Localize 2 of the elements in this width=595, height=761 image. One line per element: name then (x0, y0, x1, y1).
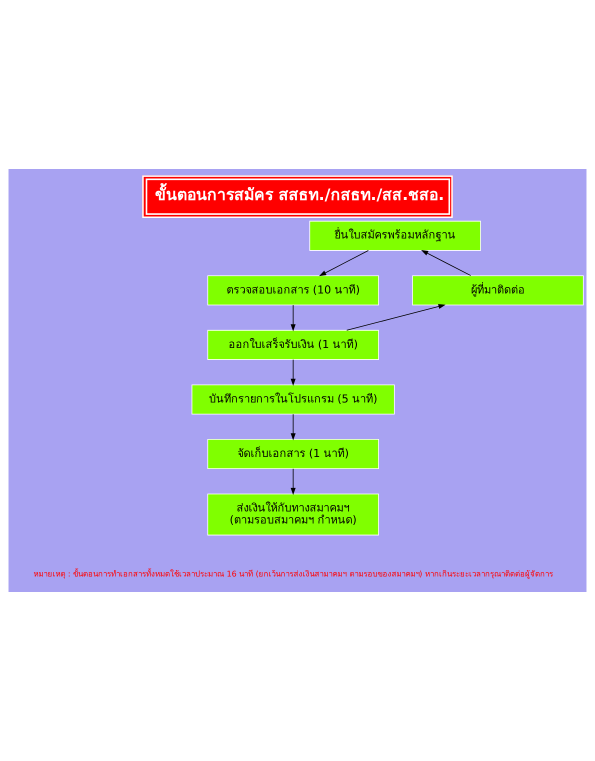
diagram-title: ขั้นตอนการสมัคร สสธท./กสธท./สส.ชสอ. (155, 184, 444, 204)
label: หมายเหตุ : ขั้นตอนการทำเอกสารทั้งหมดใช้เวลาประมาณ 16 นาที (ยกเว้นการส่งเงินสามาคมฯ ตามรอบของสมาคมฯ) หากเกินระยะเวลากรุณาติดต่อผู้จัดการ (33, 570, 553, 579)
